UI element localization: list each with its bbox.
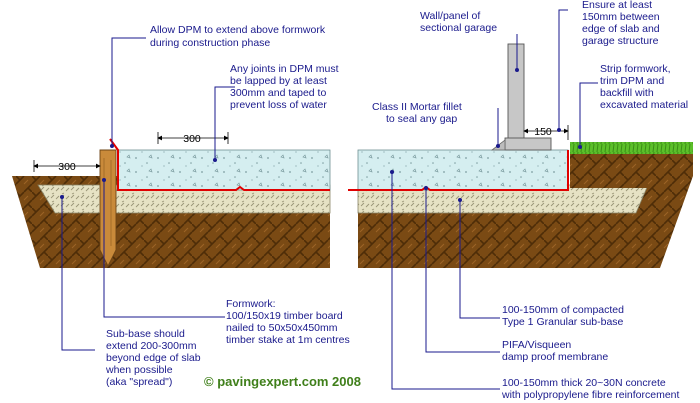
garage-wall-panel xyxy=(507,43,525,147)
dimension-spread-300: 300 xyxy=(33,160,101,173)
label-allow-dpm: Allow DPM to extend above formwork durin… xyxy=(150,24,328,49)
label-dpm-joints: Any joints in DPM must be lapped by at l… xyxy=(230,63,341,111)
label-strip-formwork: Strip formwork, trim DPM and backfill wi… xyxy=(600,63,688,111)
label-mortar-fillet: Class II Mortar fillet to seal any gap xyxy=(372,101,465,125)
label-ensure-gap: Ensure at least 150mm between edge of sl… xyxy=(582,0,663,47)
dimension-lap-label: 300 xyxy=(183,133,201,145)
grass-strip xyxy=(570,142,693,154)
dimension-spread-label: 300 xyxy=(58,161,76,173)
dimension-gap-label: 150 xyxy=(534,126,552,138)
timber-stake xyxy=(99,149,117,268)
dimension-lap-300: 300 xyxy=(157,132,229,145)
wall-sole-plate xyxy=(504,137,552,151)
label-concrete: 100-150mm thick 20~30N concrete with pol… xyxy=(501,377,680,401)
label-garage-wall: Wall/panel of sectional garage xyxy=(420,10,497,34)
concrete-slab-left xyxy=(117,149,331,191)
label-subbase-spread: Sub-base should extend 200-300mm beyond … xyxy=(105,328,204,388)
copyright-text: © pavingexpert.com 2008 xyxy=(204,374,361,389)
concrete-slab-right xyxy=(357,149,569,191)
dpm-left xyxy=(109,138,330,191)
dpm-right xyxy=(348,150,569,191)
label-type1-subbase: 100-150mm of compacted Type 1 Granular s… xyxy=(502,304,627,328)
label-formwork: Formwork: 100/150x19 timber board nailed… xyxy=(226,298,350,346)
leader-lines xyxy=(60,9,598,390)
label-pifa-dpm: PIFA/Visqueen damp proof membrane xyxy=(502,339,608,363)
backfill-soil xyxy=(570,152,693,188)
